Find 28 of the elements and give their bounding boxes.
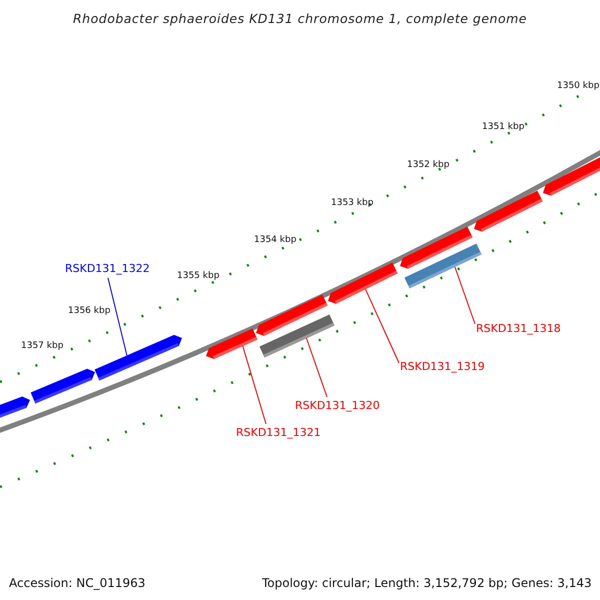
- scale-label: 1353 kbp: [331, 197, 374, 210]
- scale-label: 1356 kbp: [68, 305, 110, 318]
- footer-text: Accession: NC_011963: [9, 575, 146, 592]
- scale-label: 1351 kbp: [482, 121, 524, 134]
- gene-feature: [30, 368, 95, 404]
- gene-label: RSKD131_1321: [236, 426, 321, 439]
- gene-label: RSKD131_1318: [476, 322, 561, 335]
- scale-label: 1350 kbp: [557, 80, 600, 93]
- leader-line: [108, 278, 128, 356]
- gene-feature: [328, 262, 398, 304]
- gene-feature: [474, 190, 543, 232]
- scale-label: 1352 kbp: [407, 159, 450, 172]
- scale-label: 1354 kbp: [254, 234, 296, 247]
- gene-feature: [206, 328, 258, 360]
- gene-feature: [256, 294, 328, 336]
- title: Rhodobacter sphaeroides KD131 chromosome 1, complete genome: [72, 10, 528, 28]
- scale-label: 1357 kbp: [21, 340, 64, 353]
- leader-line: [242, 346, 266, 424]
- gene-label: RSKD131_1322: [65, 262, 150, 275]
- gene-label: RSKD131_1319: [400, 360, 485, 373]
- leader-line: [306, 338, 328, 398]
- leader-line: [365, 288, 400, 364]
- leader-line: [454, 266, 476, 324]
- gene-feature: [94, 334, 182, 380]
- scale-label: 1355 kbp: [177, 270, 220, 283]
- footer-text: Topology: circular; Length: 3,152,792 bp; Genes: 3,143: [262, 575, 592, 592]
- gene-feature: [400, 226, 473, 269]
- gene-label: RSKD131_1320: [295, 399, 380, 412]
